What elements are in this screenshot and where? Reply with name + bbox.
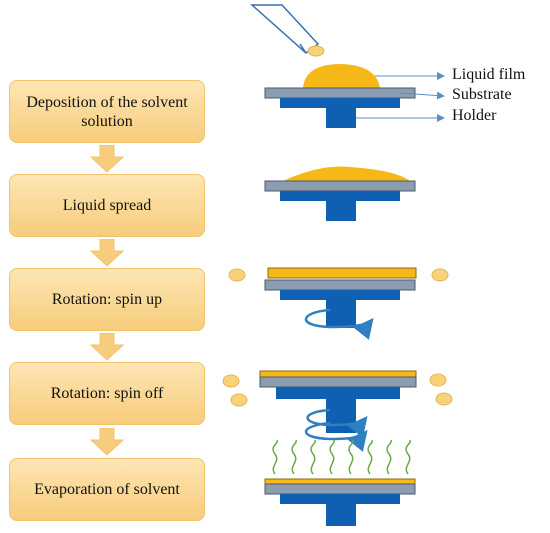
step-spin-off: Rotation: spin off — [9, 362, 205, 425]
liquid-film-layer — [267, 267, 417, 279]
liquid-dome — [303, 64, 380, 88]
step-liquid-spread: Liquid spread — [9, 174, 205, 237]
step-evaporation: Evaporation of solvent — [9, 458, 205, 521]
substrate — [264, 180, 416, 192]
down-arrow-icon — [90, 428, 124, 456]
callout-liquid-film: Liquid film — [452, 66, 526, 83]
holder-shaft — [326, 399, 356, 433]
step-spin-off-label: Rotation: spin off — [50, 385, 164, 402]
substrate — [264, 483, 416, 495]
callout-line-substrate — [399, 91, 445, 100]
droplet-icon — [307, 45, 325, 57]
droplet-icon — [429, 373, 447, 387]
down-arrow-icon — [90, 145, 124, 173]
step-deposition-label: Deposition of the solvent solution — [26, 93, 188, 130]
liquid-film-layer — [264, 478, 416, 485]
step-spin-up-label: Rotation: spin up — [51, 291, 163, 308]
vapor-line-icon — [272, 439, 278, 475]
rotation-arrow-icon — [304, 308, 374, 340]
droplet-icon — [230, 393, 248, 407]
down-arrow-icon — [90, 333, 124, 361]
down-arrow-icon — [90, 239, 124, 267]
callout-holder: Holder — [452, 107, 497, 124]
holder-plate — [280, 494, 400, 504]
vapor-line-icon — [348, 439, 354, 475]
step-evaporation-label: Evaporation of solvent — [34, 481, 180, 498]
holder-plate — [276, 387, 400, 399]
holder-plate — [280, 290, 400, 300]
holder-shaft — [326, 504, 356, 526]
droplet-icon — [431, 268, 449, 282]
step-spin-up: Rotation: spin up — [9, 268, 205, 331]
droplet-icon — [435, 392, 453, 406]
liquid-film-layer — [259, 370, 417, 378]
holder-shaft — [326, 108, 356, 128]
droplet-icon — [228, 268, 246, 282]
vapor-line-icon — [310, 439, 316, 475]
holder-shaft — [326, 300, 356, 328]
rotation-arrow-icon — [305, 421, 368, 452]
step-deposition: Deposition of the solvent solution — [9, 80, 205, 143]
holder-plate — [280, 98, 400, 108]
pipette-icon — [250, 4, 320, 54]
rotation-arrow-icon — [306, 408, 368, 438]
vapor-line-icon — [291, 439, 297, 475]
substrate — [264, 279, 416, 291]
vapor-line-icon — [386, 439, 392, 475]
vapor-line-icon — [367, 439, 373, 475]
substrate — [259, 376, 417, 388]
vapor-line-icon — [329, 439, 335, 475]
step-liquid-spread-label: Liquid spread — [62, 197, 152, 214]
droplet-icon — [222, 374, 240, 388]
holder-shaft — [326, 201, 356, 221]
liquid-spread-film — [283, 166, 410, 181]
vapor-line-icon — [405, 439, 411, 475]
vapor-lines — [272, 439, 411, 475]
holder-plate — [280, 191, 400, 201]
substrate — [264, 87, 416, 99]
callout-substrate: Substrate — [452, 86, 512, 103]
